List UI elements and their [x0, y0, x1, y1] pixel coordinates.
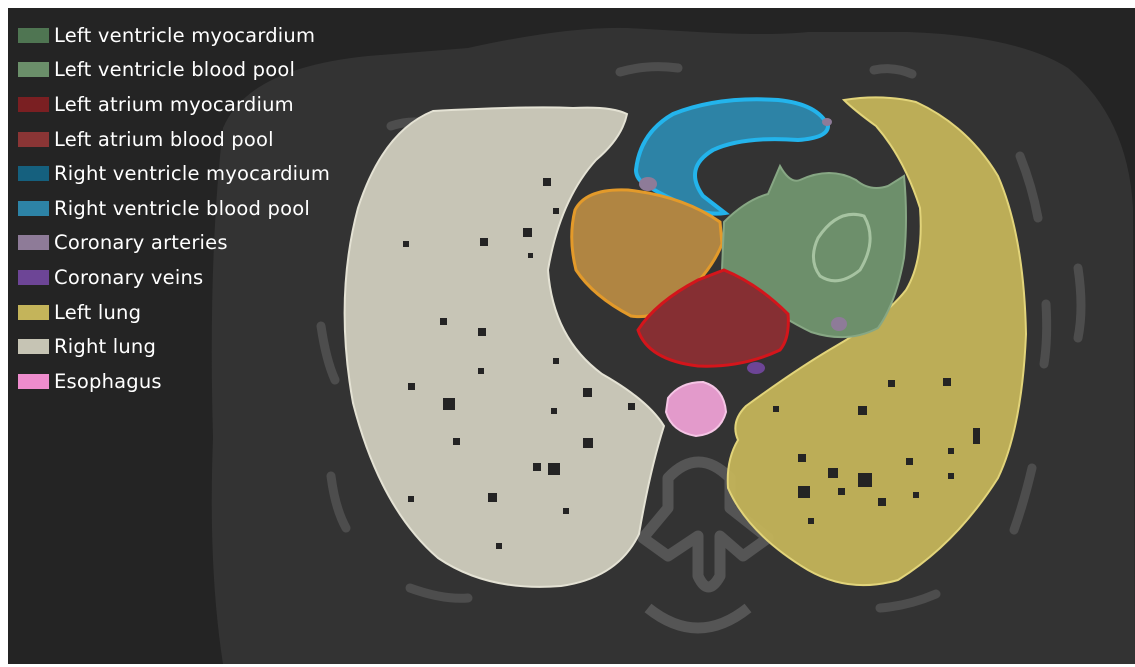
legend-item: Left ventricle blood pool — [18, 53, 330, 88]
coronary-vein-mask — [747, 362, 765, 374]
legend-label: Coronary arteries — [54, 231, 228, 254]
legend-swatch — [18, 270, 49, 285]
legend-item: Left atrium myocardium — [18, 87, 330, 122]
legend-label: Left lung — [54, 301, 141, 324]
legend-swatch — [18, 132, 49, 147]
legend-item: Coronary veins — [18, 260, 330, 295]
legend: Left ventricle myocardium Left ventricle… — [18, 18, 330, 399]
legend-swatch — [18, 62, 49, 77]
esophagus-mask — [666, 382, 726, 436]
legend-swatch — [18, 374, 49, 389]
legend-item: Left ventricle myocardium — [18, 18, 330, 53]
legend-item: Right ventricle blood pool — [18, 191, 330, 226]
legend-label: Left ventricle blood pool — [54, 58, 295, 81]
legend-item: Esophagus — [18, 364, 330, 399]
legend-label: Left atrium blood pool — [54, 128, 274, 151]
legend-swatch — [18, 339, 49, 354]
legend-item: Right ventricle myocardium — [18, 156, 330, 191]
legend-label: Left ventricle myocardium — [54, 24, 315, 47]
legend-label: Right lung — [54, 335, 156, 358]
legend-swatch — [18, 201, 49, 216]
legend-swatch — [18, 97, 49, 112]
coronary-artery-mask — [639, 177, 657, 191]
coronary-artery-mask — [831, 317, 847, 331]
legend-label: Esophagus — [54, 370, 162, 393]
legend-item: Left lung — [18, 295, 330, 330]
legend-label: Left atrium myocardium — [54, 93, 294, 116]
coronary-artery-mask — [822, 118, 832, 126]
ct-segmentation-view: Left ventricle myocardium Left ventricle… — [8, 8, 1135, 664]
legend-item: Left atrium blood pool — [18, 122, 330, 157]
legend-label: Right ventricle myocardium — [54, 162, 330, 185]
legend-label: Coronary veins — [54, 266, 203, 289]
legend-swatch — [18, 235, 49, 250]
legend-swatch — [18, 305, 49, 320]
legend-item: Right lung — [18, 329, 330, 364]
legend-label: Right ventricle blood pool — [54, 197, 310, 220]
legend-swatch — [18, 166, 49, 181]
legend-item: Coronary arteries — [18, 226, 330, 261]
legend-swatch — [18, 28, 49, 43]
